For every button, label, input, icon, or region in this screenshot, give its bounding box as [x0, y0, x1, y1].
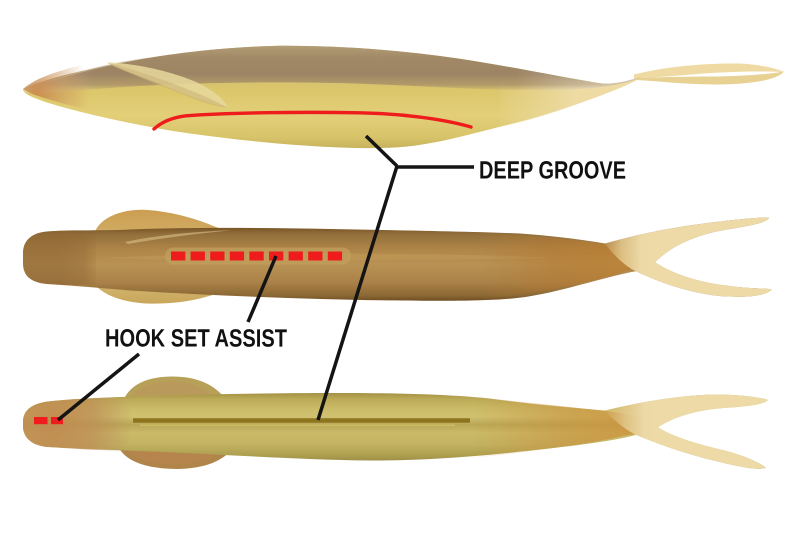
svg-text:DEEP GROOVE: DEEP GROOVE [479, 157, 626, 185]
svg-text:HOOK SET ASSIST: HOOK SET ASSIST [105, 325, 287, 353]
